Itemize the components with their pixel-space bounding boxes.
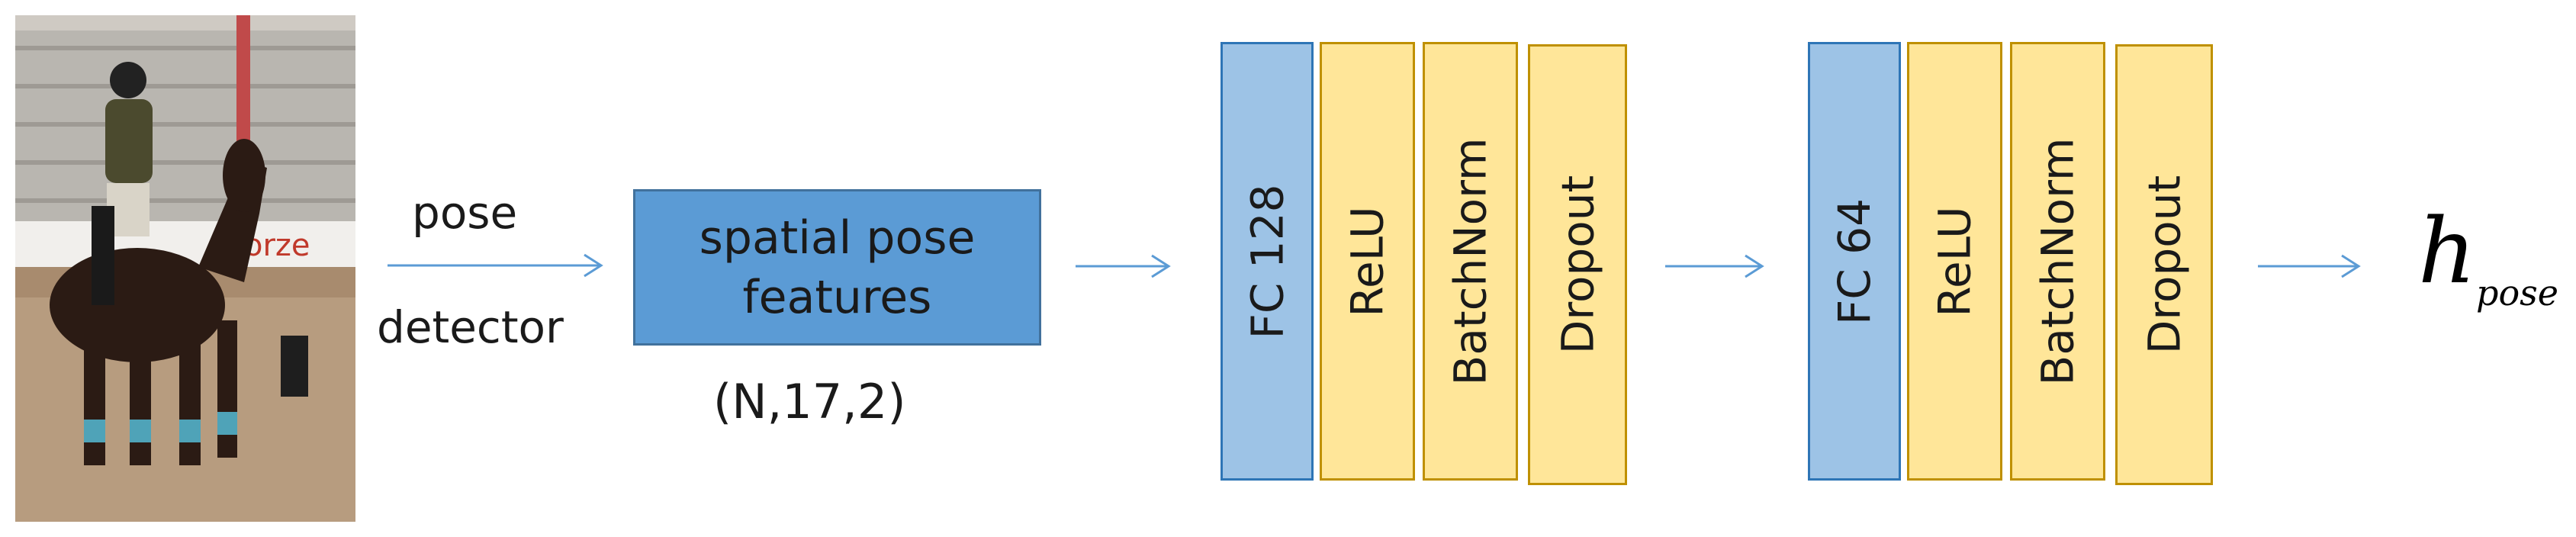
block1-relu-layer: ReLU xyxy=(1320,42,1415,481)
features-shape-label: (N,17,2) xyxy=(713,374,906,429)
rider-silhouette-icon xyxy=(92,62,153,305)
arrow-3 xyxy=(1665,254,1764,278)
output-symbol: hpose xyxy=(2418,206,2558,314)
arrow-4 xyxy=(2258,254,2361,278)
detector-label-line1: pose xyxy=(412,187,518,239)
banner-text: orze xyxy=(244,228,310,263)
arrow-1 xyxy=(388,253,603,278)
block2-batchnorm-label: BatchNorm xyxy=(2031,137,2084,385)
detector-label-line2: detector xyxy=(377,301,564,353)
spatial-pose-features-box: spatial pose features xyxy=(633,189,1041,346)
wall-slats-icon xyxy=(15,15,355,229)
block1-dropout-label: Dropout xyxy=(1552,175,1603,355)
features-line1: spatial pose xyxy=(699,211,976,265)
block2-dropout-layer: Dropout xyxy=(2115,44,2213,485)
block2-relu-layer: ReLU xyxy=(1907,42,2002,481)
block1-dropout-layer: Dropout xyxy=(1528,44,1627,485)
block2-batchnorm-layer: BatchNorm xyxy=(2010,42,2105,481)
block2-fc-label: FC 64 xyxy=(1828,198,1881,325)
output-subscript: pose xyxy=(2476,272,2558,314)
block2-fc-layer: FC 64 xyxy=(1808,42,1901,481)
arrow-2 xyxy=(1076,254,1171,278)
block2-relu-label: ReLU xyxy=(1928,205,1981,317)
block1-fc-layer: FC 128 xyxy=(1220,42,1314,481)
block1-fc-label: FC 128 xyxy=(1241,184,1293,339)
block1-batchnorm-layer: BatchNorm xyxy=(1423,42,1518,481)
block2-dropout-label: Dropout xyxy=(2138,175,2190,355)
block1-batchnorm-label: BatchNorm xyxy=(1444,137,1497,385)
output-h: h xyxy=(2418,198,2476,304)
block1-relu-label: ReLU xyxy=(1341,205,1394,317)
features-line2: features xyxy=(742,270,932,324)
horse-rider-photo: orze xyxy=(15,15,355,522)
